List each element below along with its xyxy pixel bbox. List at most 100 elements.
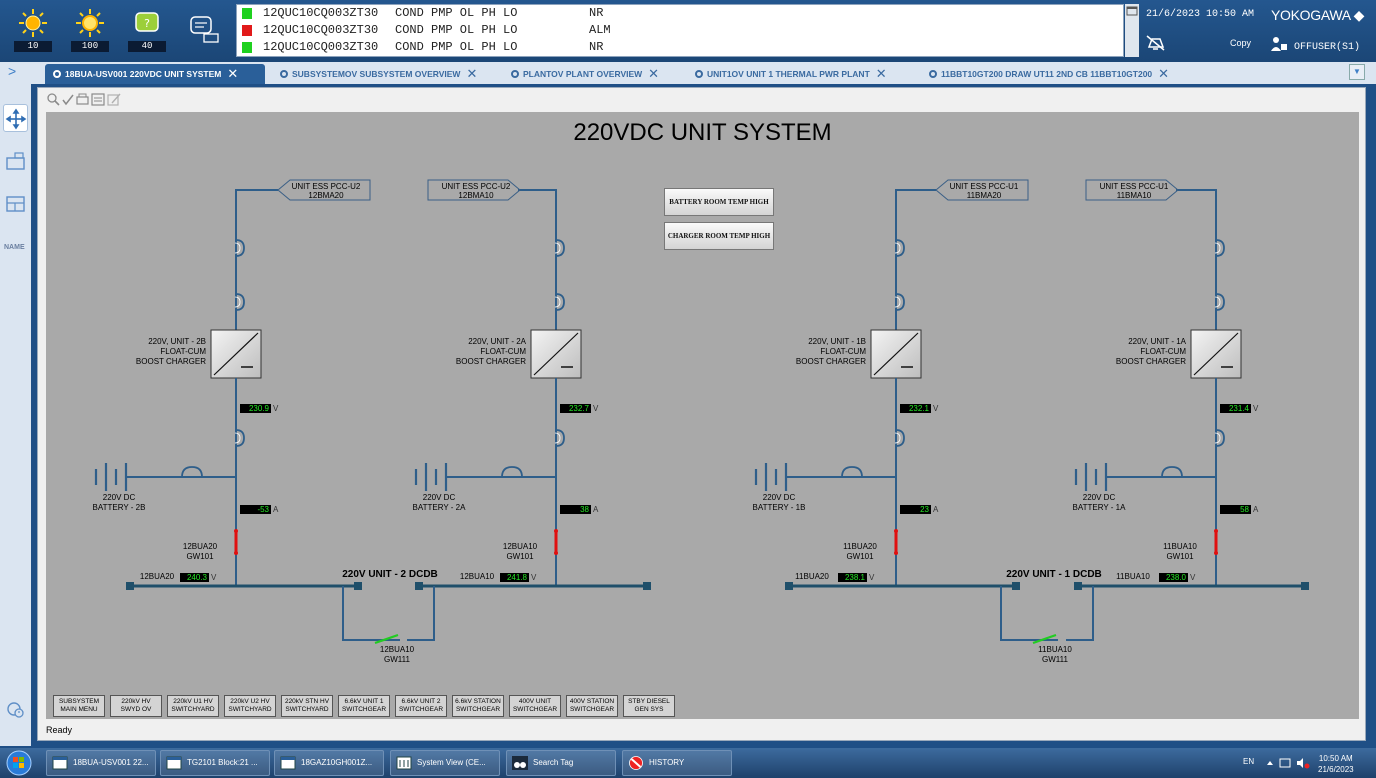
taskbar-item-search-tag[interactable]: Search Tag xyxy=(506,750,616,776)
alarm-row[interactable]: 12QUC10CQ003ZT30 COND PMP OL PH LO NR xyxy=(237,5,1123,22)
charger-voltage-value[interactable]: 231.4 xyxy=(1220,404,1251,413)
bus-end-terminal xyxy=(785,582,793,590)
sidebar-layout-button[interactable] xyxy=(3,190,28,218)
copy-button[interactable]: Copy xyxy=(1230,38,1252,48)
taskbar-item-history[interactable]: HISTORY xyxy=(622,750,732,776)
tab-subsystem-overview[interactable]: SUBSYSTEMOV SUBSYSTEM OVERVIEW✕ xyxy=(272,64,494,84)
sidebar-navigate-button[interactable] xyxy=(3,104,28,132)
bus-voltage-value[interactable]: 238.1 xyxy=(838,573,867,582)
close-icon[interactable]: ✕ xyxy=(648,66,660,81)
source-bus: 11BMA20 xyxy=(966,191,1002,200)
battery-current-value[interactable]: 58 xyxy=(1220,505,1251,514)
alarm-row[interactable]: 12QUC10CQ003ZT30 COND PMP OL PH LO NR xyxy=(237,39,1123,56)
edit-icon[interactable] xyxy=(107,93,121,106)
source-bus: 12BMA20 xyxy=(308,191,344,200)
voltage-unit: V xyxy=(1253,404,1259,413)
print-icon[interactable] xyxy=(76,93,89,105)
tab-circle-icon xyxy=(929,70,937,78)
tray-time: 10:50 AM xyxy=(1318,754,1353,763)
fuse-symbol xyxy=(1215,239,1225,257)
user-account[interactable]: OFFUSER(S1) xyxy=(1270,36,1360,53)
taskbar-item-system-view[interactable]: System View (CE... xyxy=(390,750,500,776)
chevron-down-icon[interactable]: ▼ xyxy=(1349,64,1365,80)
battery-current-value[interactable]: -53 xyxy=(240,505,271,514)
tray-clock[interactable]: 10:50 AM 21/6/2023 xyxy=(1318,753,1354,775)
charger-voltage-value[interactable]: 230.9 xyxy=(240,404,271,413)
battery-fuse-symbol xyxy=(1161,466,1183,478)
close-icon[interactable]: ✕ xyxy=(466,66,478,81)
charger-voltage-value[interactable]: 232.1 xyxy=(900,404,931,413)
language-indicator[interactable]: EN xyxy=(1243,757,1255,766)
graphic-toolbar xyxy=(46,91,136,109)
taskbar-item-tg2101[interactable]: TG2101 Block:21 ... xyxy=(160,750,270,776)
name-label[interactable]: NAME xyxy=(4,244,25,251)
battery-room-temp-alarm-button[interactable]: BATTERY ROOM TEMP HIGH xyxy=(664,188,774,216)
process-alarm-button[interactable]: 100 xyxy=(68,6,112,52)
system-view-icon xyxy=(396,756,412,770)
tab-11bbt10gt200[interactable]: 11BBT10GT200 DRAW UT11 2ND CB 11BBT10GT2… xyxy=(921,64,1203,84)
tab-unit1-thermal[interactable]: UNIT1OV UNIT 1 THERMAL PWR PLANT ✕ xyxy=(687,64,915,84)
grid-layout-icon xyxy=(6,196,25,212)
alarm-scrollbar[interactable] xyxy=(1125,4,1139,57)
charger-diagonal xyxy=(533,332,579,376)
battery-current-value[interactable]: 23 xyxy=(900,505,931,514)
taskbar-item-18bua[interactable]: 18BUA-USV001 22... xyxy=(46,750,156,776)
bus-end-terminal xyxy=(1301,582,1309,590)
charger-room-temp-alarm-button[interactable]: CHARGER ROOM TEMP HIGH xyxy=(664,222,774,250)
message-button[interactable]: ? 40 xyxy=(125,6,169,52)
zoom-icon[interactable] xyxy=(47,93,60,106)
system-alarm-button[interactable]: 10 xyxy=(11,6,55,52)
bus-voltage-value[interactable]: 238.0 xyxy=(1159,573,1188,582)
alarm-row[interactable]: 12QUC10CQ003ZT30 COND PMP OL PH LO ALM xyxy=(237,22,1123,39)
charger-voltage-value[interactable]: 232.7 xyxy=(560,404,591,413)
tab-plant-overview[interactable]: PLANTOV PLANT OVERVIEW✕ xyxy=(503,64,683,84)
taskbar-label: TG2101 Block:21 ... xyxy=(187,758,258,767)
close-icon[interactable]: ✕ xyxy=(227,66,239,81)
windows-start-icon[interactable] xyxy=(4,750,34,776)
tab-label: UNIT1OV UNIT 1 THERMAL PWR PLANT xyxy=(707,69,870,79)
close-icon[interactable]: ✕ xyxy=(875,66,887,81)
alarm-banner[interactable]: 12QUC10CQ003ZT30 COND PMP OL PH LO NR 12… xyxy=(236,4,1124,57)
chevron-right-icon[interactable]: > xyxy=(8,63,17,79)
tray-icons[interactable] xyxy=(1265,757,1313,769)
operator-console-icon[interactable] xyxy=(188,14,220,46)
fuse-symbol xyxy=(1215,429,1225,447)
tab-220vdc-unit-system[interactable]: 18BUA-USV001 220VDC UNIT SYSTEM✕ xyxy=(45,64,265,84)
check-icon[interactable] xyxy=(62,94,74,106)
taskbar-item-18gaz[interactable]: 18GAZ10GH001Z... xyxy=(274,750,384,776)
current-unit: A xyxy=(273,505,279,514)
sidebar-tools-button[interactable] xyxy=(3,148,28,176)
bus-voltage-value[interactable]: 241.8 xyxy=(500,573,529,582)
tag-list-icon[interactable] xyxy=(91,93,105,106)
sidebar-history-button[interactable] xyxy=(3,696,28,724)
chevron-up-icon xyxy=(1267,761,1273,765)
close-icon[interactable]: ✕ xyxy=(1158,66,1170,81)
bus-voltage-value[interactable]: 240.3 xyxy=(180,573,209,582)
battery-current-value[interactable]: 38 xyxy=(560,505,591,514)
bus-end-terminal xyxy=(1074,582,1082,590)
alarm-silence-icon[interactable] xyxy=(1144,34,1166,52)
